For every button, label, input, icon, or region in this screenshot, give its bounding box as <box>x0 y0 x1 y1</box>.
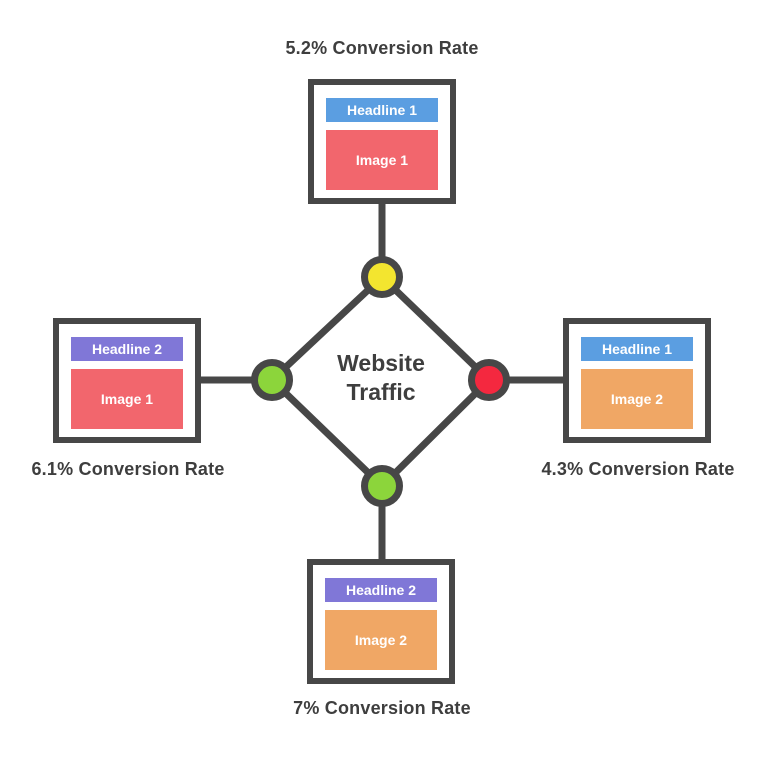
node-bottom-circle <box>361 465 403 507</box>
node-left-circle <box>251 359 293 401</box>
conversion-label-right: 4.3% Conversion Rate <box>541 459 735 479</box>
variant-card-bottom: Headline 2 Image 2 <box>307 559 455 684</box>
center-label-line2: Traffic <box>346 379 416 405</box>
image-bar: Image 2 <box>325 610 437 670</box>
headline-bar: Headline 1 <box>581 337 693 361</box>
headline-bar: Headline 2 <box>71 337 183 361</box>
conversion-label-left: 6.1% Conversion Rate <box>31 459 225 479</box>
conversion-label-top: 5.2% Conversion Rate <box>285 38 479 58</box>
conversion-label-bottom: 7% Conversion Rate <box>293 698 471 718</box>
headline-bar: Headline 1 <box>326 98 438 122</box>
image-bar: Image 1 <box>71 369 183 429</box>
node-top-circle <box>361 256 403 298</box>
headline-bar: Headline 2 <box>325 578 437 602</box>
center-label-line1: Website <box>337 350 425 376</box>
variant-card-right: Headline 1 Image 2 <box>563 318 711 443</box>
center-label: Website Traffic <box>281 349 481 407</box>
variant-card-left: Headline 2 Image 1 <box>53 318 201 443</box>
image-bar: Image 2 <box>581 369 693 429</box>
image-bar: Image 1 <box>326 130 438 190</box>
node-right-circle <box>468 359 510 401</box>
variant-card-top: Headline 1 Image 1 <box>308 79 456 204</box>
